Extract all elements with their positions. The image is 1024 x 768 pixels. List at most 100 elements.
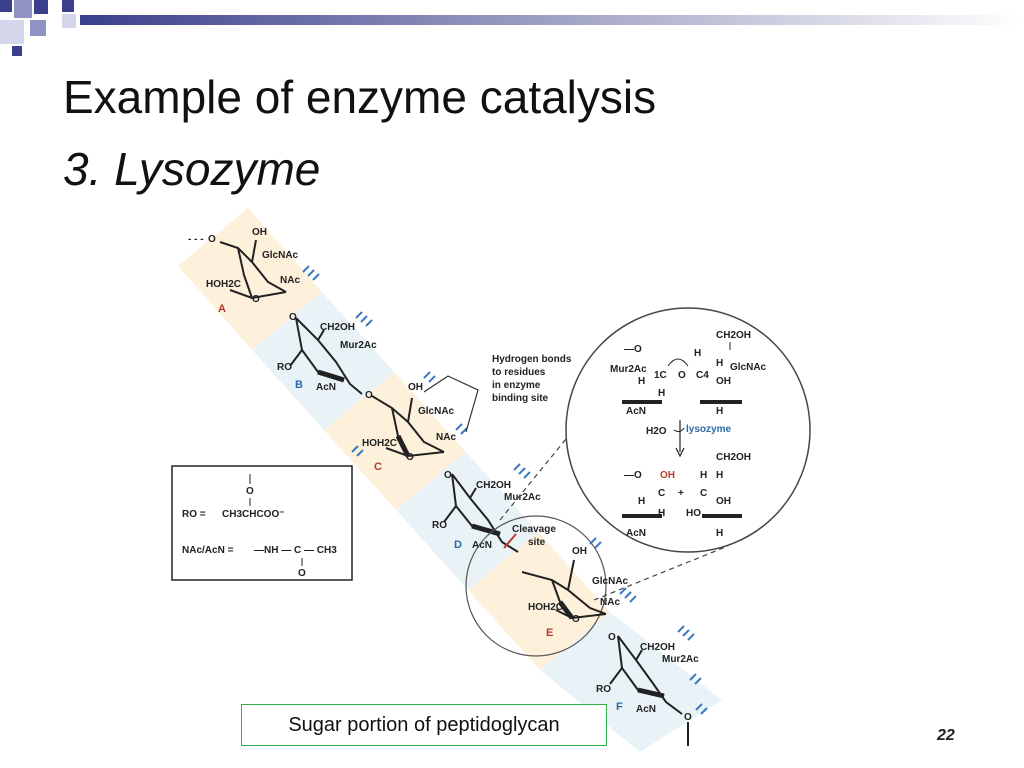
nac-label: NAc [436,432,456,443]
mech-c: C [658,488,665,499]
corner-square [0,20,24,44]
mech-h: H [638,496,645,507]
legend-box: O RO = CH3CHCOO⁻ NAc/AcN = —NH — C — CH3… [171,465,353,581]
glycosidic-oxygen-label: O [684,712,692,723]
residue-f: CH2OH Mur2Ac RO AcN F O [596,625,708,746]
mech-c1: 1C [654,370,667,381]
ring-front-edge [395,434,411,458]
mech-h: H [658,508,665,519]
mech-acn: AcN [626,406,646,417]
mech-arrowhead [675,447,685,458]
mech-oh: OH [716,376,731,387]
hydroxyl-label: OH [408,382,423,393]
ring-bonds [443,473,519,553]
mech-water: H2O [646,426,667,437]
mech-ring-o: —O [624,344,642,355]
band-segment-e [468,532,610,670]
glycosidic-oxygen-label: O [289,312,297,323]
hydroxymethyl-label: CH2OH [640,642,675,653]
band-segment-a [178,208,322,350]
slide-title: Example of enzyme catalysis [63,71,657,123]
lactyl-label: RO [596,684,611,695]
mur2ac-label: Mur2Ac [662,654,699,665]
mech-mur2ac: Mur2Ac [610,364,647,375]
residue-b: CH2OH Mur2Ac RO AcN B O [277,311,377,401]
mech-oh: OH [716,496,731,507]
mechanism-circle [565,307,811,553]
header-decoration [0,0,1024,56]
residue-label-e: E [546,627,553,639]
mech-h: H [638,376,645,387]
glcnac-label: GlcNAc [262,250,299,261]
mech-c4: C4 [696,370,709,381]
hbond-marks [302,265,320,281]
corner-square [30,20,46,36]
mech-h: H [694,348,701,359]
legend-oxygen: O [246,486,254,497]
ring-oxygen-label: O [252,294,260,305]
ring-oxygen-label: O [572,614,580,625]
mech-bridge-o: O [678,370,686,381]
ring-front-edge [317,369,345,383]
mech-h: H [716,358,723,369]
mech-ch2oh: CH2OH [716,452,751,463]
legend-border [171,465,353,581]
mech-acn: AcN [626,528,646,539]
hydroxymethyl-label: HOH2C [362,438,397,449]
residue-label-b: B [295,379,303,391]
hbond-marks [677,625,708,715]
cleavage-zoom-circle [465,515,607,657]
slide-subtitle: 3. Lysozyme [63,143,321,195]
mech-enzyme-label: lysozyme [686,424,731,435]
cleavage-bond [503,533,517,549]
ring-bonds [289,317,363,395]
glycosidic-oxygen-label: O [365,390,373,401]
glycosidic-oxygen-label: O [608,632,616,643]
hbond-marks [589,537,637,603]
residue-label-c: C [374,461,382,473]
page-number: 22 [937,727,955,744]
mech-c: C [700,488,707,499]
mur2ac-label: Mur2Ac [504,492,541,503]
hydroxymethyl-label: HOH2C [206,279,241,290]
legend-ro-formula: CH3CHCOO⁻ [222,509,285,520]
mech-ho: HO [686,508,701,519]
residue-label-d: D [454,539,462,551]
mech-ch2oh: CH2OH [716,330,751,341]
ring-front-edge [558,600,574,620]
mech-h: H [716,528,723,539]
caption-box: Sugar portion of peptidoglycan [241,704,607,746]
hbond-marks [423,371,468,435]
nac-label: NAc [280,275,300,286]
mur2ac-label: Mur2Ac [340,340,377,351]
acn-label: AcN [636,704,656,715]
legend-nac-formula: —NH — C — CH3 [254,545,337,556]
acn-label: AcN [472,540,492,551]
corner-square [0,0,12,12]
hbond-bracket [423,375,479,433]
legend-nac-label: NAc/AcN = [182,545,234,556]
glcnac-label: GlcNAc [592,576,629,587]
nac-label: NAc [600,597,620,608]
cleavage-label: site [528,537,546,548]
hbond-marks [355,311,373,327]
legend-oxygen: O [298,568,306,579]
ring-bonds [219,239,287,300]
hydroxyl-label: OH [252,227,267,238]
residue-a: - - - O OH GlcNAc HOH2C NAc O A O [188,227,320,323]
mech-ring-o: —O [624,470,642,481]
mech-h: H [716,470,723,481]
mech-new-oh: OH [660,470,675,481]
glcnac-label: GlcNAc [418,406,455,417]
zoom-connector [593,545,729,601]
hydroxymethyl-label: CH2OH [320,322,355,333]
residue-e: OH GlcNAc HOH2C NAc O E O [521,537,637,643]
hbond-marks [513,463,531,479]
hydroxymethyl-label: HOH2C [528,602,563,613]
hbond-note-line: Hydrogen bonds [492,354,572,365]
mech-h: H [716,406,723,417]
lactyl-label: RO [432,520,447,531]
ring-front-edge [471,523,501,537]
residue-label-a: A [218,303,226,315]
